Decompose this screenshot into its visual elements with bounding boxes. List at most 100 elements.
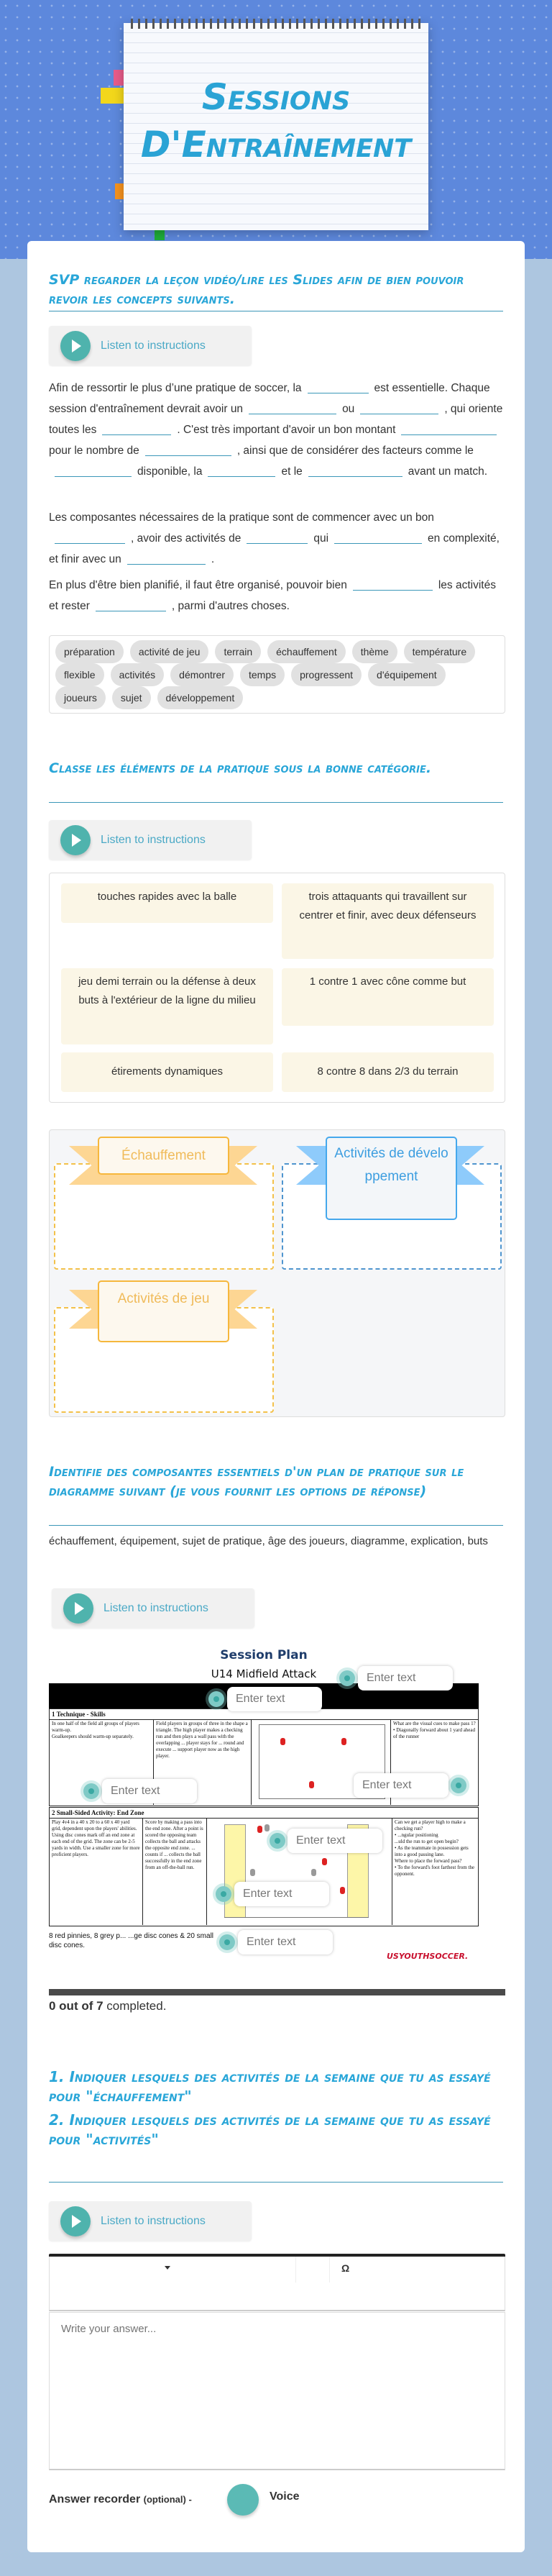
hotspot-marker-icon[interactable] bbox=[270, 1833, 285, 1849]
paragraph-text: , qui oriente toutes les bbox=[49, 403, 503, 436]
draggable-card[interactable]: touches rapides avec la balle bbox=[61, 883, 273, 923]
paragraph-text: est essentielle. Chaque session d'entraî… bbox=[49, 382, 490, 415]
notebook-tab bbox=[155, 230, 165, 240]
listen-button[interactable]: Listen to instructions bbox=[52, 1588, 254, 1628]
divider bbox=[49, 802, 503, 803]
blank-drop-target[interactable] bbox=[102, 422, 172, 435]
section-heading-group: 1. Indiquer lesquels des activités de la… bbox=[49, 2067, 503, 2149]
plan-title: Session Plan bbox=[220, 1648, 308, 1662]
session-plan-image: Session Plan U14 Midfield Attack 1 Techn… bbox=[49, 1644, 479, 1982]
blank-drop-target[interactable] bbox=[95, 599, 166, 611]
paragraph-text: qui bbox=[313, 532, 329, 545]
draggable-card[interactable]: étirements dynamiques bbox=[61, 1052, 273, 1092]
listen-label: Listen to instructions bbox=[101, 339, 206, 352]
play-icon bbox=[60, 330, 91, 361]
listen-button[interactable]: Listen to instructions bbox=[49, 2201, 252, 2241]
blank-drop-target[interactable] bbox=[334, 531, 423, 544]
us-youth-soccer-logo: USYOUTHSOCCER. bbox=[387, 1952, 469, 1961]
listen-label: Listen to instructions bbox=[101, 833, 206, 846]
word-chip[interactable]: activité de jeu bbox=[129, 640, 209, 663]
divider bbox=[49, 1525, 503, 1526]
section-heading: Classe les éléments de la pratique sous … bbox=[49, 760, 432, 776]
blank-drop-target[interactable] bbox=[360, 401, 439, 414]
blank-drop-target[interactable] bbox=[308, 464, 402, 477]
word-chip[interactable]: d'équipement bbox=[368, 663, 446, 686]
blank-drop-target[interactable] bbox=[247, 531, 308, 544]
special-char-button[interactable]: Ω bbox=[341, 2262, 350, 2274]
paragraph-text: . C'est très important d'avoir un bon mo… bbox=[177, 424, 396, 436]
answer-options: échauffement, équipement, sujet de prati… bbox=[49, 1535, 488, 1547]
draggable-card[interactable]: 1 contre 1 avec cône comme but bbox=[282, 968, 494, 1026]
blank-drop-target[interactable] bbox=[401, 422, 497, 435]
blank-drop-target[interactable] bbox=[126, 552, 206, 565]
hotspot-marker-icon[interactable] bbox=[339, 1670, 355, 1686]
format-dropdown[interactable] bbox=[50, 2257, 296, 2283]
hotspot-text-input[interactable]: Enter text bbox=[354, 1773, 448, 1798]
word-chip[interactable]: terrain bbox=[215, 640, 262, 663]
word-chip[interactable]: échauffement bbox=[267, 640, 346, 663]
hotspot-text-input[interactable]: Enter text bbox=[102, 1779, 197, 1803]
draggable-card[interactable]: 8 contre 8 dans 2/3 du terrain bbox=[282, 1052, 494, 1092]
word-chip[interactable]: sujet bbox=[111, 686, 151, 709]
plan-cell: Can we get a player high to make a check… bbox=[395, 1819, 474, 1877]
hotspot-marker-icon[interactable] bbox=[83, 1783, 99, 1799]
paragraph-text: En plus d'être bien planifié, il faut êt… bbox=[49, 579, 347, 591]
hotspot-text-input[interactable]: Enter text bbox=[227, 1687, 322, 1711]
paragraph-text: , avoir des activités de bbox=[131, 532, 242, 545]
recorder-optional: (optional) - bbox=[143, 2494, 192, 2505]
word-chip[interactable]: activités bbox=[110, 663, 165, 686]
paragraph-text: ou bbox=[342, 403, 355, 415]
answer-textarea[interactable] bbox=[49, 2312, 505, 2470]
plan-cell: Score by making a pass into the end zone… bbox=[143, 1819, 207, 1925]
voice-label: Voice bbox=[270, 2490, 300, 2503]
word-chip[interactable]: temps bbox=[239, 663, 285, 686]
word-chip[interactable]: joueurs bbox=[55, 686, 106, 709]
blank-drop-target[interactable] bbox=[55, 464, 132, 477]
word-chip[interactable]: démontrer bbox=[170, 663, 234, 686]
plan-cell: In one half of the field all groups of p… bbox=[50, 1720, 154, 1805]
play-icon bbox=[60, 2206, 91, 2236]
listen-button[interactable]: Listen to instructions bbox=[49, 326, 252, 365]
word-chip[interactable]: thème bbox=[351, 640, 397, 663]
paragraph-text: Afin de ressortir le plus d’une pratique… bbox=[49, 382, 302, 394]
blank-drop-target[interactable] bbox=[144, 443, 231, 456]
hotspot-text-input[interactable]: Enter text bbox=[238, 1930, 333, 1954]
hotspot-text-input[interactable]: Enter text bbox=[358, 1666, 453, 1690]
hotspot-marker-icon[interactable] bbox=[208, 1691, 224, 1707]
word-chip[interactable]: flexible bbox=[55, 663, 104, 686]
hotspot-text-input[interactable]: Enter text bbox=[234, 1882, 329, 1906]
toolbar-button[interactable] bbox=[296, 2257, 330, 2283]
listen-button[interactable]: Listen to instructions bbox=[49, 820, 252, 860]
fill-blank-paragraph: Les composantes nécessaires de la pratiq… bbox=[49, 507, 503, 570]
hotspot-text-input[interactable]: Enter text bbox=[288, 1829, 382, 1853]
hotspot-marker-icon[interactable] bbox=[216, 1886, 231, 1902]
blank-drop-target[interactable] bbox=[249, 401, 337, 414]
plan-diagram bbox=[252, 1720, 391, 1805]
editor-toolbar: Ω bbox=[49, 2257, 505, 2311]
hotspot-marker-icon[interactable] bbox=[219, 1934, 235, 1950]
draggable-card[interactable]: jeu demi terrain ou la défense à deux bu… bbox=[61, 968, 273, 1044]
paragraph-text: et le bbox=[281, 465, 303, 478]
draggable-card[interactable]: trois attaquants qui travaillent sur cen… bbox=[282, 883, 494, 959]
word-chip[interactable]: préparation bbox=[55, 640, 124, 663]
plan-row: In one half of the field all groups of p… bbox=[49, 1720, 479, 1806]
section-heading: 1. Indiquer lesquels des activités de la… bbox=[49, 2068, 491, 2105]
progress-text: 0 out of 7 completed. bbox=[49, 1998, 166, 2014]
word-chip[interactable]: développement bbox=[157, 686, 244, 709]
paragraph-text: . bbox=[211, 553, 215, 565]
notebook-tab bbox=[101, 88, 124, 104]
word-chip[interactable]: température bbox=[403, 640, 476, 663]
record-voice-button[interactable] bbox=[227, 2484, 259, 2516]
answer-recorder: Answer recorder (optional) - bbox=[49, 2492, 192, 2508]
blank-drop-target[interactable] bbox=[208, 464, 276, 477]
blank-drop-target[interactable] bbox=[55, 531, 125, 544]
blank-drop-target[interactable] bbox=[352, 578, 433, 591]
hotspot-marker-icon[interactable] bbox=[451, 1778, 466, 1793]
notebook-tab bbox=[114, 70, 124, 86]
editor-top-bar bbox=[49, 2254, 505, 2257]
word-chip[interactable]: progressent bbox=[291, 663, 362, 686]
plan-equipment: 8 red pinnies, 8 grey p... ...ge disc co… bbox=[49, 1932, 214, 1949]
blank-drop-target[interactable] bbox=[307, 381, 369, 393]
